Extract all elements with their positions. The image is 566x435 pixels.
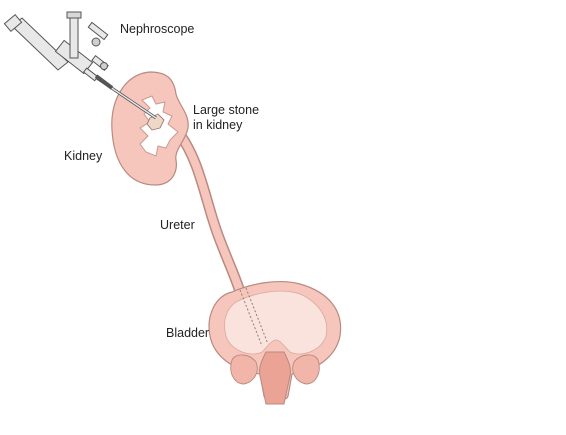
prostate-left [230, 354, 258, 385]
bladder-lumen [224, 290, 328, 355]
stone-label-line1: Large stone [193, 103, 260, 117]
kidney-label: Kidney [64, 149, 103, 163]
ureter-inner [174, 128, 244, 296]
bladder-label: Bladder [166, 326, 210, 340]
urethra [259, 351, 291, 405]
stone-label: Large stone in kidney [193, 103, 259, 133]
nephroscope-label: Nephroscope [120, 22, 195, 36]
stone-label-line2: in kidney [193, 118, 243, 132]
kidney-stone [146, 113, 165, 131]
ureter-label: Ureter [160, 218, 195, 232]
prostate-right [292, 354, 320, 385]
nephroscope [3, 11, 157, 120]
